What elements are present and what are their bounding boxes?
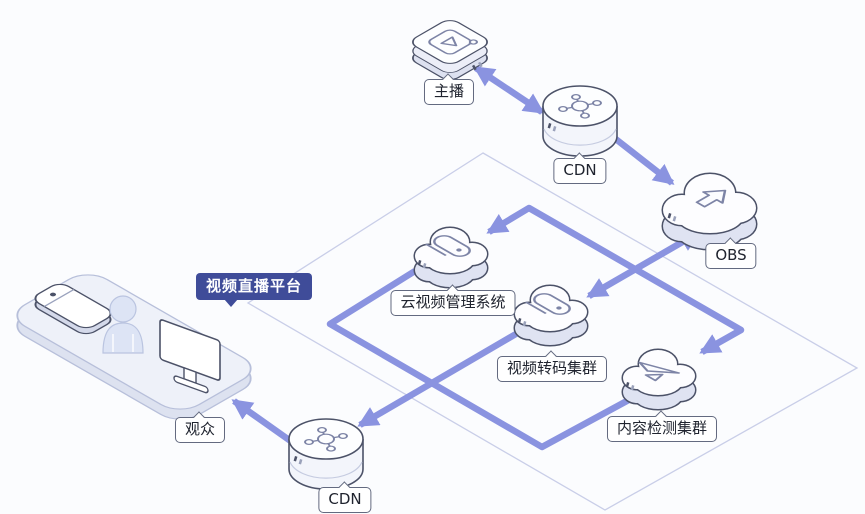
obs-label: OBS: [705, 243, 757, 269]
cdn-bottom-label: CDN: [318, 487, 372, 513]
monitor-icon: [159, 319, 221, 394]
send-icon: [638, 361, 681, 382]
media-capsule-icon: [525, 293, 571, 315]
edge-cdn-obs: [605, 130, 675, 186]
node-cdn-bottom: [288, 418, 364, 490]
node-obs: [661, 172, 758, 251]
transcode-label: 视频转码集群: [496, 356, 608, 382]
cdn-top-label: CDN: [553, 158, 607, 184]
node-video-mgmt: [413, 226, 489, 289]
edge-cdn-audience: [231, 398, 294, 445]
platform-boundary: [246, 152, 859, 511]
edge-transcode-cdn: [357, 328, 523, 428]
edge-anchor-cdn: [473, 65, 545, 115]
node-content-detect: [621, 348, 697, 411]
upload-arrow-icon: [695, 189, 727, 208]
person-icon: [102, 295, 144, 354]
edge-mgmt-detect-lower: [326, 268, 638, 451]
node-transcode: [513, 284, 589, 347]
node-anchor: [407, 16, 493, 84]
play-icon: [428, 29, 479, 55]
content-detect-label: 内容检测集群: [606, 416, 718, 442]
platform-badge: 视频直播平台: [196, 273, 313, 307]
video-mgmt-label: 云视频管理系统: [390, 290, 516, 316]
phone-icon: [34, 283, 112, 335]
node-audience: [5, 267, 263, 427]
media-capsule-icon: [425, 235, 471, 257]
anchor-label: 主播: [423, 79, 475, 105]
node-cdn-top: [542, 85, 618, 157]
edge-mgmt-detect-upper: [486, 204, 745, 355]
audience-label: 观众: [174, 417, 226, 443]
